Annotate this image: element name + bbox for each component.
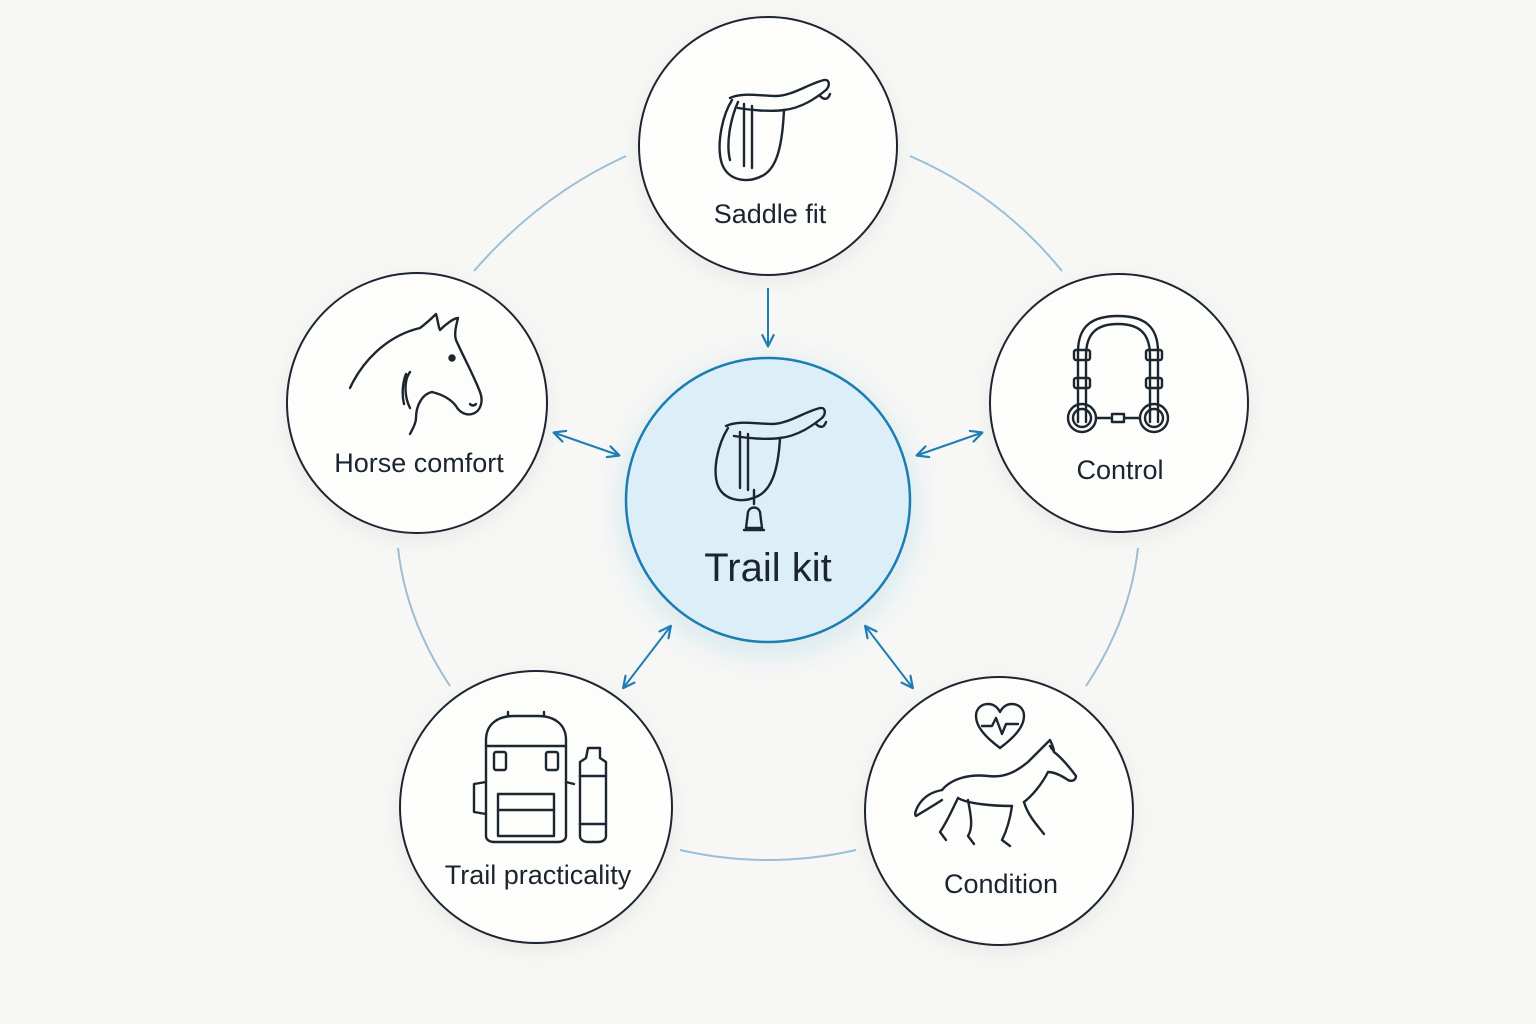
- node-horse-comfort[interactable]: Horse comfort: [286, 272, 548, 534]
- label-saddle-fit: Saddle fit: [714, 199, 827, 229]
- ring-arc-top-right: [909, 155, 1063, 272]
- horse-head-icon: [348, 312, 483, 436]
- ring-arc-bottom: [679, 849, 857, 861]
- arrows: [552, 288, 984, 690]
- ring-arc-top-left: [473, 155, 627, 272]
- ring-arc-right: [1085, 547, 1139, 687]
- node-control[interactable]: Control: [989, 273, 1249, 533]
- node-center-trail-kit[interactable]: Trail kit: [624, 356, 912, 644]
- heart-pulse-icon: [974, 702, 1026, 750]
- node-trail-practicality[interactable]: Trail practicality: [399, 670, 673, 944]
- trotting-horse-icon: [913, 738, 1078, 848]
- label-center-trail-kit: Trail kit: [704, 546, 831, 590]
- outer-ring: [397, 155, 1139, 861]
- arrow-condition: [864, 624, 914, 690]
- label-condition: Condition: [944, 869, 1058, 899]
- saddle-with-stirrup-icon: [714, 406, 828, 532]
- bridle-bit-icon: [1066, 314, 1170, 434]
- arrow-horse-comfort: [552, 429, 621, 459]
- node-saddle-fit[interactable]: Saddle fit: [638, 16, 898, 276]
- label-horse-comfort: Horse comfort: [334, 448, 504, 478]
- saddle-icon: [718, 78, 832, 182]
- node-condition[interactable]: Condition: [864, 676, 1134, 946]
- ring-arc-left: [397, 547, 451, 687]
- backpack-bottle-icon: [472, 710, 608, 844]
- arrow-trail-practicality: [622, 624, 672, 690]
- label-control: Control: [1076, 455, 1163, 485]
- label-trail-practicality: Trail practicality: [445, 860, 632, 890]
- arrow-control: [915, 429, 984, 459]
